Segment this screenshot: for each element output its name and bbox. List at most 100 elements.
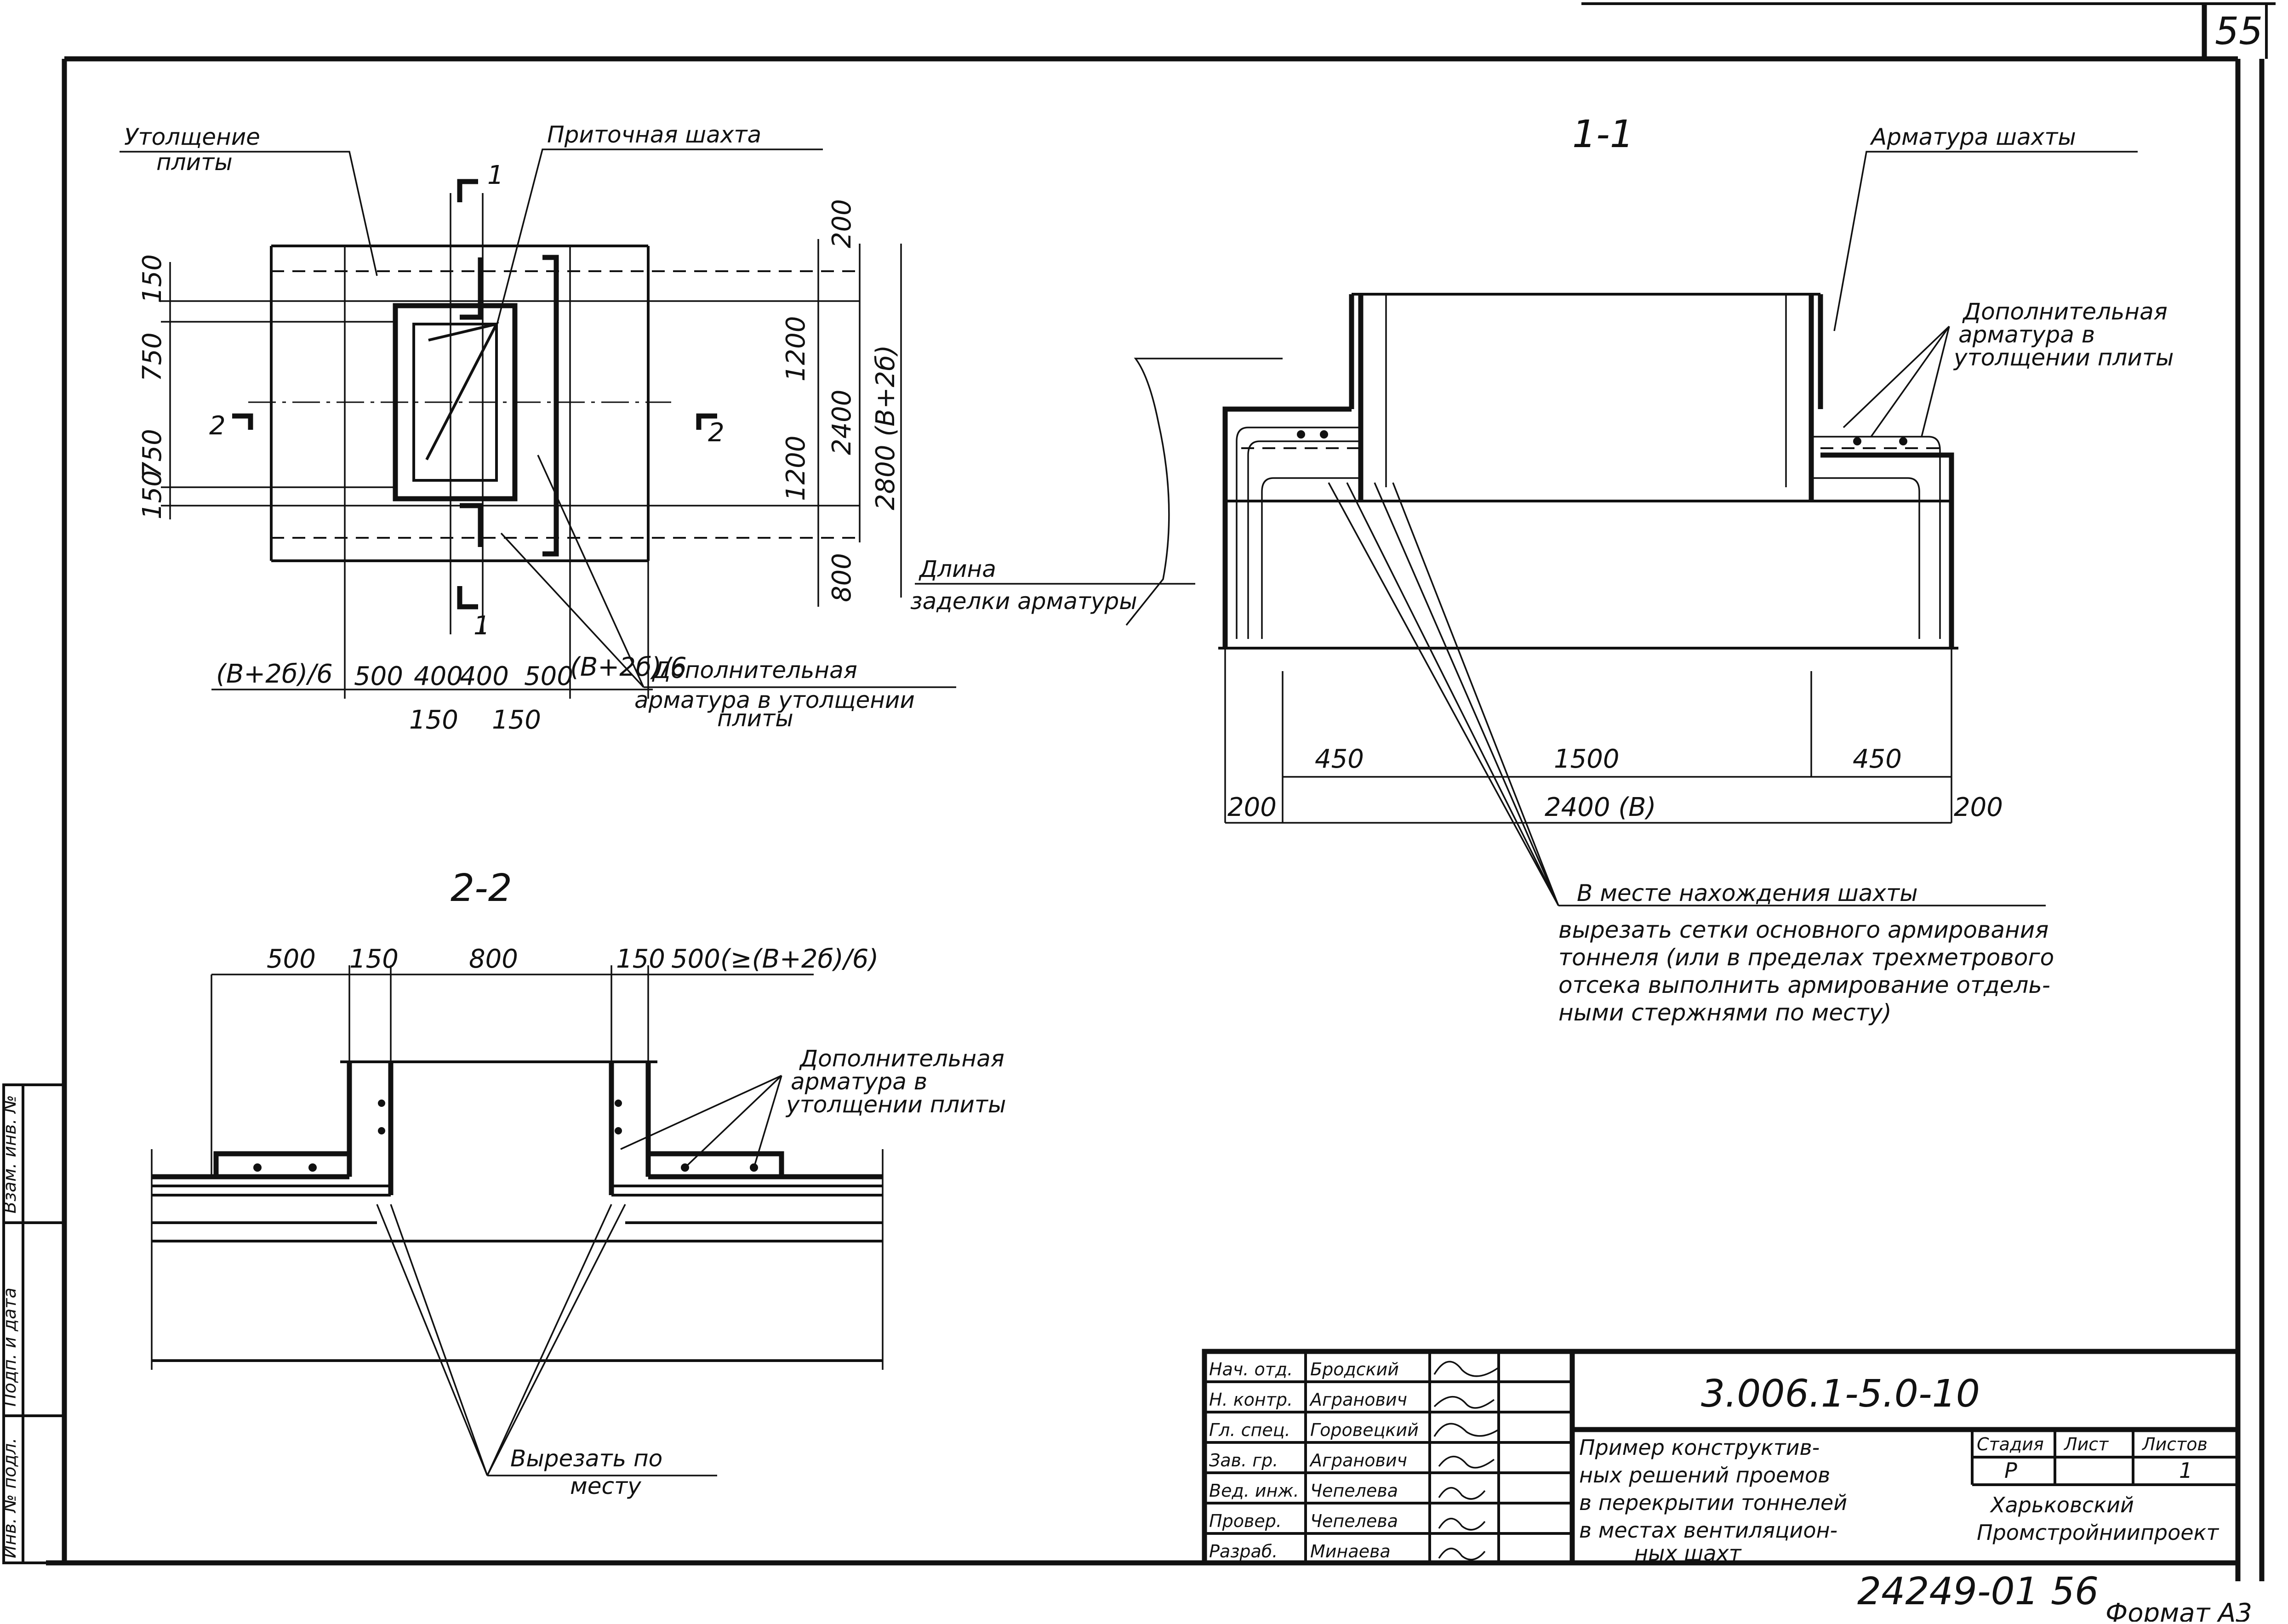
- tb-stage: Р: [2004, 1458, 2017, 1483]
- tb-desc-4: в местах вентиляцион-: [1579, 1518, 1837, 1543]
- plan-rdim-2800: 2800 (В+2б): [871, 345, 901, 510]
- tb-sheets: 1: [2179, 1458, 2192, 1483]
- plan-vdim-3: 750: [137, 429, 167, 478]
- sec22-dim-800: 800: [469, 944, 518, 974]
- tb-org-2: Промстройниипроект: [1977, 1520, 2219, 1545]
- tb-role-5: Вед. инж.: [1209, 1481, 1299, 1501]
- section-mark-1-bottom: 1: [474, 611, 490, 641]
- tb-name-4: Агранович: [1309, 1450, 1407, 1470]
- sec11-note-4: отсека выполнить армирование отдель-: [1558, 972, 2050, 998]
- sec11-extra-1: Дополнительная: [1962, 298, 2168, 325]
- thickening-label-2: плиты: [156, 149, 233, 176]
- sec11-note-3: тоннеля (или в пределах трехметрового: [1558, 944, 2054, 971]
- tb-role-4: Зав. гр.: [1209, 1450, 1278, 1470]
- tb-desc-2: ных решений проемов: [1579, 1463, 1830, 1487]
- tb-name-7: Минаева: [1310, 1541, 1391, 1561]
- side-stamp-cell-3: Инв. № подл.: [0, 1438, 20, 1558]
- format-label: Формат А3: [2105, 1598, 2252, 1622]
- tb-desc-1: Пример конструктив-: [1579, 1435, 1820, 1460]
- tb-desc-5: ных шахт: [1634, 1541, 1742, 1566]
- tb-sheets-head: Листов: [2141, 1434, 2208, 1454]
- plan-hdim-3: 400: [414, 661, 463, 691]
- plan-vdim-2: 750: [137, 332, 167, 382]
- plan-vdim-4: 150: [137, 470, 167, 519]
- length-label-1: Длина: [919, 556, 996, 582]
- signature-6: [1438, 1517, 1486, 1531]
- sec11-dim-2400: 2400 (В): [1545, 792, 1656, 822]
- side-stamp: Взам. инв. № Подп. и дата Инв. № подл.: [0, 1083, 65, 1564]
- plan-view: 1 1 2 2 150 750 750 150 200 1200 1200 24…: [120, 121, 1195, 735]
- side-stamp-cell-1: Взам. инв. №: [0, 1095, 20, 1214]
- section-1-1-title: 1-1: [1572, 113, 1634, 156]
- signature-2: [1433, 1396, 1495, 1409]
- sec22-dim-500: 500: [267, 944, 316, 974]
- plan-hdim-low-2: 150: [492, 705, 541, 735]
- side-stamp-cell-2: Подп. и дата: [0, 1288, 20, 1407]
- plan-rdim-2400: 2400: [827, 389, 857, 455]
- sec22-dim-150-right: 150: [616, 944, 665, 974]
- plan-hdim-4: 400: [460, 661, 509, 691]
- tb-role-7: Разраб.: [1209, 1541, 1278, 1561]
- page-number: 55: [2215, 10, 2263, 53]
- tb-name-6: Чепелева: [1310, 1511, 1398, 1531]
- plan-hdim-2: 500: [354, 661, 403, 691]
- plan-hdim-1: (В+2б)/6: [216, 659, 333, 689]
- sec22-dim-150-left: 150: [349, 944, 399, 974]
- length-label-2: заделки арматуры: [910, 588, 1137, 615]
- sec22-extra-1: Дополнительная: [799, 1045, 1004, 1072]
- plan-rdim-200: 200: [827, 199, 857, 248]
- tb-desc-3: в перекрытии тоннелей: [1579, 1490, 1847, 1515]
- tb-name-3: Горовецкий: [1310, 1420, 1419, 1440]
- plan-rdim-800: 800: [827, 553, 857, 602]
- thickening-label-1: Утолщение: [124, 124, 260, 150]
- sheet-frame: [46, 2, 2276, 1581]
- title-block: Нач. отд. Бродский Н. контр. Агранович Г…: [1202, 1349, 2241, 1566]
- plan-vdim-1: 150: [137, 254, 167, 303]
- tb-role-3: Гл. спец.: [1209, 1420, 1290, 1440]
- sec11-note-1: В месте нахождения шахты: [1577, 880, 1918, 906]
- tb-name-1: Бродский: [1310, 1359, 1399, 1379]
- signature-5: [1438, 1487, 1486, 1500]
- tb-name-2: Агранович: [1309, 1390, 1407, 1410]
- section-2-2-title: 2-2: [451, 866, 512, 910]
- sec22-cut-2: месту: [570, 1473, 642, 1499]
- signature-1: [1433, 1361, 1500, 1377]
- tb-role-2: Н. контр.: [1209, 1390, 1293, 1410]
- tb-name-5: Чепелева: [1310, 1481, 1398, 1501]
- sec22-dim-500-right: 500(≥(В+2б)/6): [671, 944, 879, 974]
- section-mark-2-left: 2: [209, 411, 226, 441]
- section-mark-2-right: 2: [708, 418, 725, 448]
- sec11-note-2: вырезать сетки основного армирования: [1558, 917, 2048, 943]
- plan-hdim-5: 500: [524, 661, 573, 691]
- plan-hdim-low-1: 150: [409, 705, 458, 735]
- tb-sheet-head: Лист: [2063, 1434, 2109, 1454]
- sec11-dim-1500: 1500: [1554, 744, 1620, 774]
- tb-stage-head: Стадия: [1977, 1434, 2044, 1454]
- tb-role-1: Нач. отд.: [1209, 1359, 1293, 1379]
- sec11-dim-450-left: 450: [1315, 744, 1364, 774]
- sec11-dim-200-right: 200: [1954, 792, 2003, 822]
- extra-rebar-label-2: арматура в утолщении: [634, 687, 915, 713]
- sec11-extra-3: утолщении плиты: [1953, 344, 2174, 371]
- plan-rdim-1200-b: 1200: [781, 435, 811, 501]
- plan-rdim-1200-a: 1200: [781, 316, 811, 382]
- section-mark-1-top: 1: [487, 160, 504, 190]
- extra-rebar-label-1: Дополнительная: [652, 657, 857, 684]
- section-1-1: 1-1 Арматура шахты Дополнительная армату…: [1125, 113, 2174, 1026]
- plan-hdim-6: (В+2б)/6: [570, 652, 687, 682]
- tb-org-1: Харьковский: [1990, 1493, 2134, 1517]
- signature-3: [1433, 1423, 1499, 1437]
- sec22-cut-1: Вырезать по: [510, 1445, 662, 1472]
- shaft-label: Приточная шахта: [547, 121, 761, 148]
- sec11-note-5: ными стержнями по месту): [1558, 999, 1892, 1026]
- extra-rebar-label-3: плиты: [717, 705, 793, 732]
- bottom-code: 24249-01 56: [1857, 1570, 2099, 1613]
- section-2-2: 2-2 500: [151, 866, 1006, 1499]
- sec11-dim-450-right: 450: [1853, 744, 1902, 774]
- signature-7: [1438, 1547, 1486, 1561]
- sec22-extra-2: арматура в: [791, 1068, 927, 1095]
- sec22-extra-3: утолщении плиты: [785, 1091, 1006, 1118]
- tb-role-6: Провер.: [1209, 1511, 1282, 1531]
